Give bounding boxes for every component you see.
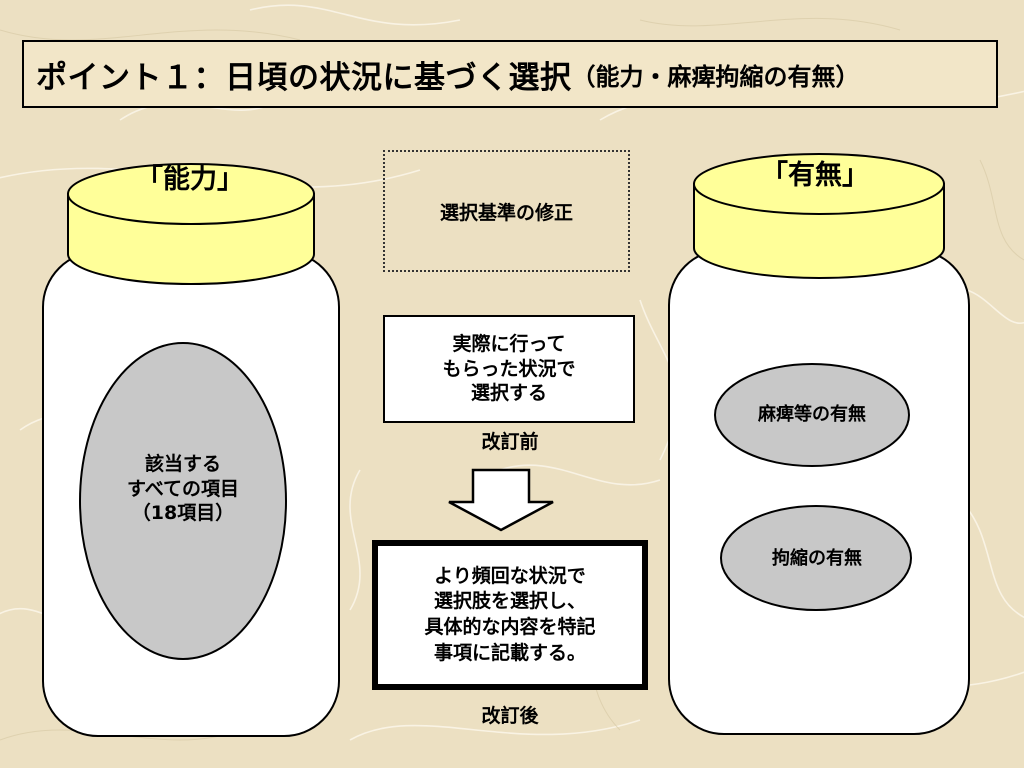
revision-heading: 選択基準の修正 <box>439 201 573 224</box>
ability-oval-text: 該当する すべての項目 （18項目） <box>127 453 239 525</box>
page-title: ポイント１：日頃の状況に基づく選択 <box>36 59 572 96</box>
contracture-oval-text: 拘縮の有無 <box>772 548 862 569</box>
ability-jar <box>42 163 340 737</box>
presence-jar <box>668 153 970 735</box>
after-label: 改訂後 <box>481 705 539 727</box>
ability-items-oval <box>79 342 287 660</box>
before-label: 改訂前 <box>481 431 539 453</box>
after-box: より頻回な状況で 選択肢を選択し、 具体的な内容を特記 事項に記載する。 <box>372 540 648 690</box>
title-box: ポイント１：日頃の状況に基づく選択（能力・麻痺拘縮の有無） <box>22 40 998 108</box>
contracture-oval <box>720 505 912 611</box>
presence-jar-lid-top <box>693 153 945 215</box>
ability-jar-label: 「能力」 <box>136 164 244 195</box>
before-box: 実際に行って もらった状況で 選択する <box>383 315 635 423</box>
revision-heading-box: 選択基準の修正 <box>383 150 630 272</box>
presence-jar-body <box>668 249 970 735</box>
page-subtitle: （能力・麻痺拘縮の有無） <box>571 62 860 91</box>
ability-jar-lid-top <box>67 163 315 225</box>
paralysis-oval <box>714 363 910 467</box>
presence-jar-label: 「有無」 <box>761 160 869 191</box>
down-arrow-icon <box>448 468 554 532</box>
paralysis-oval-text: 麻痺等の有無 <box>758 404 866 425</box>
